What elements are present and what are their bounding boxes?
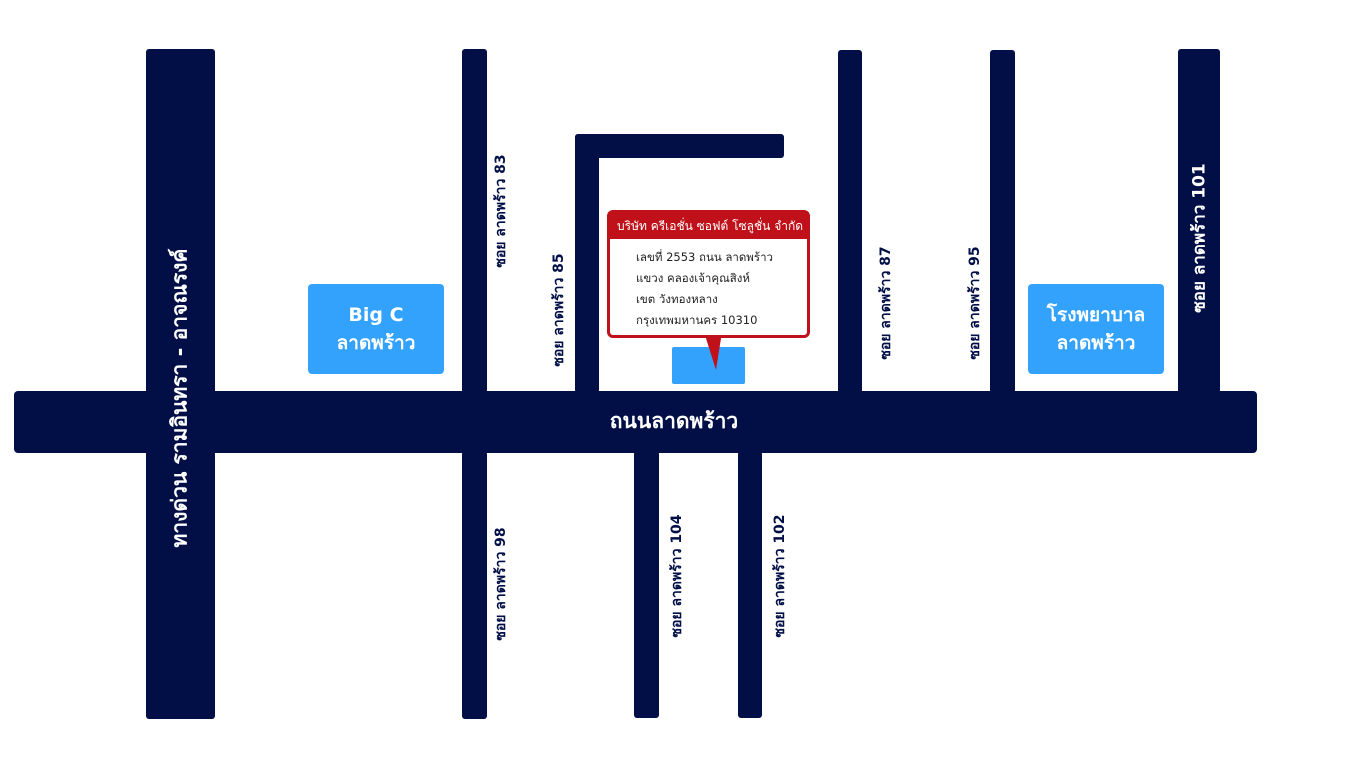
bigc-branch: ลาดพร้าว: [336, 332, 416, 354]
soi-87-label: ซอย ลาดพร้าว 87: [878, 246, 894, 360]
soi-104-label: ซอย ลาดพร้าว 104: [669, 514, 685, 638]
expressway-road: [146, 49, 215, 719]
main-road: [14, 391, 1257, 453]
address-line-4: กรุงเทพมหานคร 10310: [636, 313, 758, 327]
soi-95-road: [990, 50, 1015, 393]
address-line-3: เขต วังทองหลาง: [636, 292, 718, 306]
soi-85-label: ซอย ลาดพร้าว 85: [551, 253, 567, 367]
soi-83-road: [462, 49, 487, 393]
soi-83-label: ซอย ลาดพร้าว 83: [493, 154, 509, 268]
company-building-marker[interactable]: [672, 347, 745, 384]
soi-101-road: [1178, 49, 1220, 393]
soi-102-label: ซอย ลาดพร้าว 102: [772, 514, 788, 638]
soi-87-road: [838, 50, 862, 393]
soi-85-branch: [575, 134, 784, 158]
main-road-label: ถนนลาดพร้าว: [609, 409, 739, 433]
callout-pointer-icon: [704, 332, 722, 370]
soi-95-label: ซอย ลาดพร้าว 95: [967, 246, 983, 360]
hospital-name: โรงพยาบาล: [1046, 304, 1146, 326]
soi-98-road: [462, 451, 487, 719]
hospital-branch: ลาดพร้าว: [1056, 332, 1136, 354]
address-line-2: แขวง คลองเจ้าคุณสิงห์: [636, 271, 750, 285]
soi-104-road: [634, 451, 659, 718]
company-address-callout: บริษัท ครีเอชั่น ซอฟต์ โซลูชั่น จำกัด เล…: [607, 210, 810, 338]
hospital-landmark[interactable]: โรงพยาบาล ลาดพร้าว: [1028, 284, 1164, 374]
soi-98-label: ซอย ลาดพร้าว 98: [493, 527, 509, 641]
bigc-landmark[interactable]: Big C ลาดพร้าว: [308, 284, 444, 374]
soi-102-road: [738, 451, 762, 718]
expressway-label: ทางด่วน รามอินทรา - อาจณรงค์: [167, 248, 192, 548]
bigc-name: Big C: [348, 304, 404, 326]
soi-85-road: [575, 134, 599, 393]
address-line-1: เลขที่ 2553 ถนน ลาดพร้าว: [636, 250, 773, 264]
company-name: บริษัท ครีเอชั่น ซอฟต์ โซลูชั่น จำกัด: [610, 213, 807, 239]
soi-101-label: ซอย ลาดพร้าว 101: [1189, 163, 1210, 313]
